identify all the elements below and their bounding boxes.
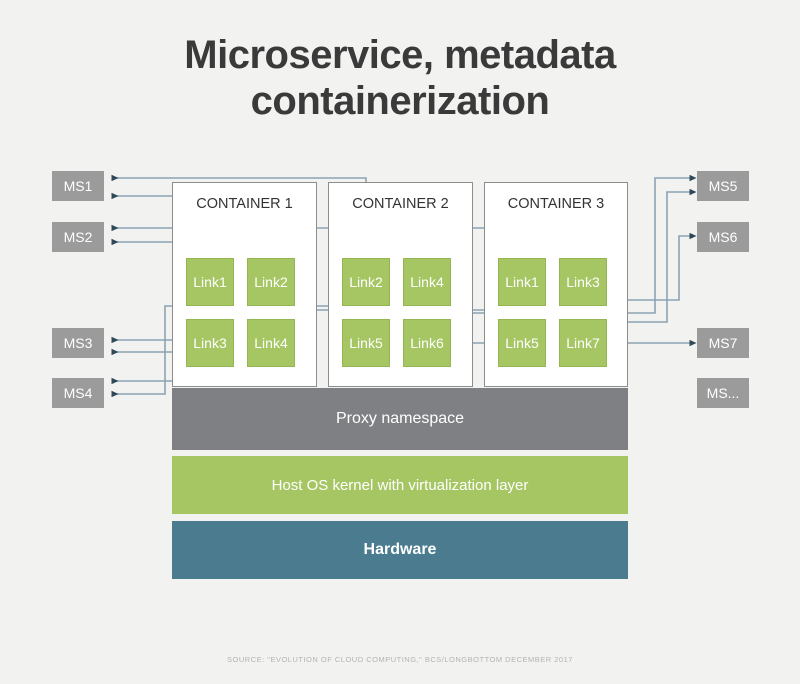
microservice-box[interactable]: MS7	[697, 328, 749, 358]
container-title: CONTAINER 2	[352, 196, 449, 212]
proxy-namespace-label: Proxy namespace	[335, 410, 465, 427]
host-os-kernel-label: Host OS kernel with virtualization layer	[271, 476, 529, 494]
microservice-box[interactable]: MS3	[52, 328, 104, 358]
microservice-box[interactable]: MS4	[52, 378, 104, 408]
link-box[interactable]: Link2	[247, 258, 295, 306]
container-title: CONTAINER 3	[507, 196, 605, 212]
title-line-1: Microservice, metadata	[184, 33, 616, 77]
source-caption: SOURCE: "EVOLUTION OF CLOUD COMPUTING," …	[227, 655, 573, 664]
link-box[interactable]: Link7	[559, 319, 607, 367]
link-box[interactable]: Link1	[186, 258, 234, 306]
microservice-box[interactable]: MS5	[697, 171, 749, 201]
container-title: CONTAINER 1	[196, 196, 293, 212]
host-os-kernel-bar: Host OS kernel with virtualization layer	[172, 456, 628, 514]
link-box[interactable]: Link2	[342, 258, 390, 306]
title-line-2: containerization	[250, 79, 550, 123]
page-title: Microservice, metadata containerization	[0, 32, 800, 124]
microservice-box[interactable]: MS2	[52, 222, 104, 252]
link-box[interactable]: Link3	[559, 258, 607, 306]
link-box[interactable]: Link4	[403, 258, 451, 306]
microservice-box[interactable]: MS...	[697, 378, 749, 408]
link-box[interactable]: Link4	[247, 319, 295, 367]
link-box[interactable]: Link5	[498, 319, 546, 367]
microservice-box[interactable]: MS6	[697, 222, 749, 252]
link-box[interactable]: Link1	[498, 258, 546, 306]
proxy-namespace-bar: Proxy namespace	[172, 388, 628, 450]
link-box[interactable]: Link3	[186, 319, 234, 367]
link-box[interactable]: Link6	[403, 319, 451, 367]
microservice-box[interactable]: MS1	[52, 171, 104, 201]
hardware-bar: Hardware	[172, 521, 628, 579]
link-box[interactable]: Link5	[342, 319, 390, 367]
hardware-label: Hardware	[363, 541, 437, 558]
